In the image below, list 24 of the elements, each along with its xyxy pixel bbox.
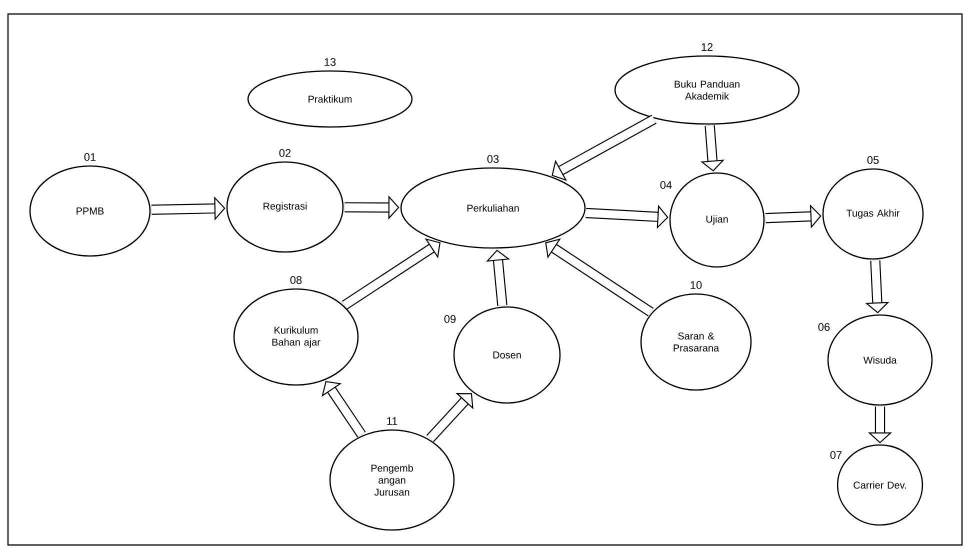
ellipse-node: Kurikulum Bahan ajar bbox=[233, 288, 359, 386]
node-number: 04 bbox=[660, 181, 672, 189]
node-number: 01 bbox=[84, 153, 96, 161]
block-arrow bbox=[342, 238, 441, 310]
node-number: 06 bbox=[818, 323, 830, 331]
node-number: 12 bbox=[702, 43, 713, 51]
block-arrow bbox=[552, 114, 657, 181]
node-number: 08 bbox=[290, 276, 302, 284]
ellipse-node: Praktikum bbox=[247, 70, 413, 128]
node-number: 03 bbox=[487, 155, 499, 163]
block-arrow bbox=[426, 393, 474, 442]
node-number: 09 bbox=[444, 315, 456, 323]
ellipse-node: Perkuliahan bbox=[400, 167, 586, 249]
ellipse-node: PPMB bbox=[29, 165, 151, 257]
ellipse-node: Buku Panduan Akademik bbox=[614, 55, 800, 125]
node-number: 11 bbox=[387, 417, 398, 425]
node-number: 02 bbox=[279, 149, 291, 157]
ellipse-node: Saran & Prasarana bbox=[640, 293, 752, 391]
node-number: 13 bbox=[324, 58, 336, 66]
ellipse-node: Pengemb angan Jurusan bbox=[329, 429, 455, 531]
ellipse-node: Tugas Akhir bbox=[822, 168, 924, 260]
node-number: 05 bbox=[867, 156, 879, 164]
node-number: 10 bbox=[690, 281, 702, 289]
ellipse-node: Registrasi bbox=[226, 161, 344, 253]
